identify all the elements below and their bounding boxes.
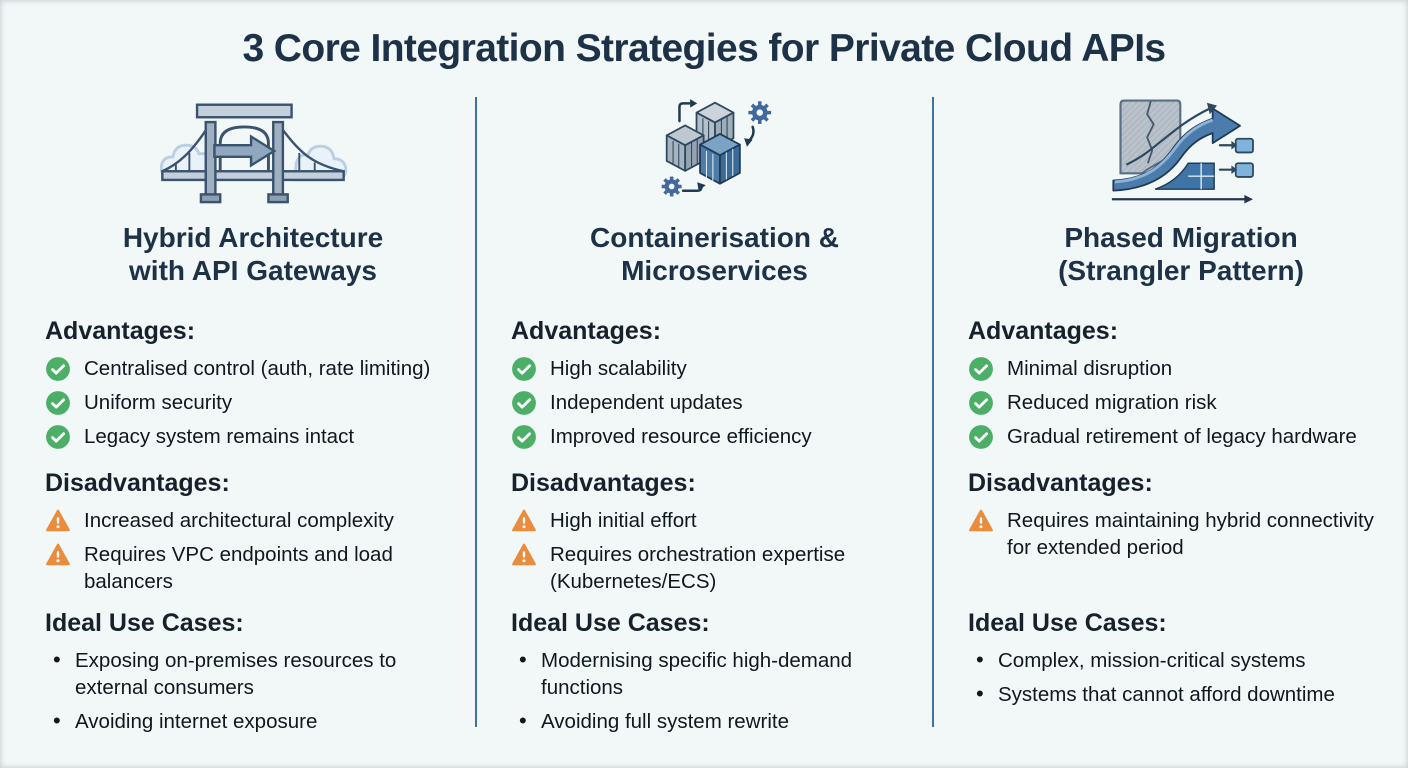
check-icon <box>512 425 536 449</box>
advantage-item: Uniform security <box>45 389 461 416</box>
column-title: Hybrid Architecture with API Gateways <box>122 222 384 287</box>
check-icon <box>969 357 993 381</box>
use-case-item: Modernising specific high-demand functio… <box>511 646 918 701</box>
use-cases-section: Ideal Use Cases: Exposing on-premises re… <box>45 609 461 735</box>
warning-icon <box>969 509 993 532</box>
advantage-item: Reduced migration risk <box>968 389 1394 416</box>
disadvantages-section: Disadvantages: High initial effort Requi… <box>511 469 918 609</box>
advantages-section: Advantages: High scalability Independent… <box>511 317 918 469</box>
advantage-item: Minimal disruption <box>968 355 1394 382</box>
use-cases-heading: Ideal Use Cases: <box>45 609 244 637</box>
column-containerisation: Containerisation & Microservices Advanta… <box>477 95 932 734</box>
advantages-section: Advantages: Minimal disruption Reduced m… <box>968 317 1394 469</box>
warning-icon <box>512 509 536 532</box>
disadvantage-item: High initial effort <box>511 507 918 534</box>
column-divider <box>475 97 477 727</box>
use-case-item: Avoiding internet exposure <box>45 707 461 735</box>
use-cases-heading: Ideal Use Cases: <box>968 609 1167 637</box>
gear-shape <box>747 101 771 124</box>
warning-icon <box>512 543 536 566</box>
disadvantage-item: Increased architectural complexity <box>45 507 461 534</box>
advantage-item: Improved resource efficiency <box>511 423 918 450</box>
check-icon <box>512 391 536 415</box>
advantages-heading: Advantages: <box>45 317 196 345</box>
advantages-heading: Advantages: <box>511 317 662 345</box>
disadvantages-heading: Disadvantages: <box>45 469 230 497</box>
use-cases-section: Ideal Use Cases: Modernising specific hi… <box>511 609 918 735</box>
containers-gears-icon <box>511 95 918 207</box>
disadvantages-heading: Disadvantages: <box>511 469 696 497</box>
check-icon <box>969 425 993 449</box>
strategy-columns: Hybrid Architecture with API Gateways Ad… <box>0 95 1408 734</box>
disadvantages-section: Disadvantages: Requires maintaining hybr… <box>968 469 1394 609</box>
disadvantage-item: Requires orchestration expertise (Kubern… <box>511 541 918 595</box>
page-title: 3 Core Integration Strategies for Privat… <box>242 27 1166 70</box>
warning-icon <box>46 543 70 566</box>
use-case-item: Systems that cannot afford downtime <box>968 680 1394 708</box>
use-cases-section: Ideal Use Cases: Complex, mission-critic… <box>968 609 1394 708</box>
advantage-item: Independent updates <box>511 389 918 416</box>
column-hybrid-architecture: Hybrid Architecture with API Gateways Ad… <box>0 95 475 734</box>
column-title: Phased Migration (Strangler Pattern) <box>1058 222 1304 287</box>
disadvantage-item: Requires maintaining hybrid connectivity… <box>968 507 1394 561</box>
advantages-section: Advantages: Centralised control (auth, r… <box>45 317 461 469</box>
advantage-item: Legacy system remains intact <box>45 423 461 450</box>
advantages-heading: Advantages: <box>968 317 1119 345</box>
use-case-item: Complex, mission-critical systems <box>968 646 1394 674</box>
strangler-migration-curve-icon <box>968 95 1394 207</box>
column-divider <box>932 97 934 727</box>
check-icon <box>969 391 993 415</box>
bridge-cloud-gateway-icon <box>45 95 461 207</box>
column-phased-migration: Phased Migration (Strangler Pattern) Adv… <box>934 95 1408 731</box>
advantage-item: Gradual retirement of legacy hardware <box>968 423 1394 450</box>
check-icon <box>512 357 536 381</box>
disadvantages-heading: Disadvantages: <box>968 469 1153 497</box>
check-icon <box>46 425 70 449</box>
use-case-item: Avoiding full system rewrite <box>511 707 918 735</box>
check-icon <box>46 357 70 381</box>
disadvantages-section: Disadvantages: Increased architectural c… <box>45 469 461 609</box>
gear-shape <box>661 176 682 197</box>
use-case-item: Exposing on-premises resources to extern… <box>45 646 461 701</box>
disadvantage-item: Requires VPC endpoints and load balancer… <box>45 541 461 595</box>
column-title: Containerisation & Microservices <box>590 222 839 287</box>
check-icon <box>46 391 70 415</box>
advantage-item: Centralised control (auth, rate limiting… <box>45 355 461 382</box>
warning-icon <box>46 509 70 532</box>
advantage-item: High scalability <box>511 355 918 382</box>
use-cases-heading: Ideal Use Cases: <box>511 609 710 637</box>
